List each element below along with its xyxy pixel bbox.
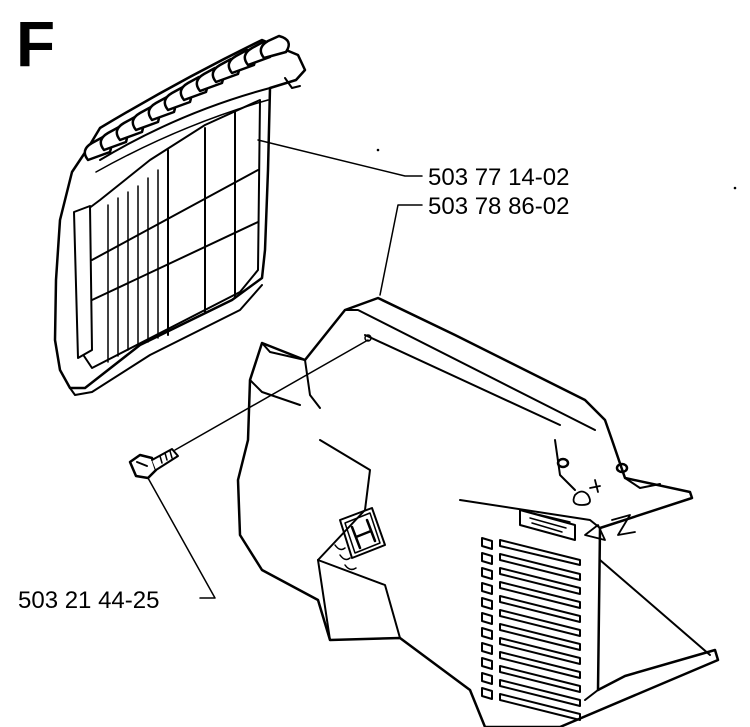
- leader-lines: [147, 139, 423, 599]
- part-number-screw[interactable]: 503 21 44-25: [18, 587, 160, 614]
- screw-drawing: [128, 448, 179, 480]
- part-number-cylinder-cover[interactable]: 503 78 86-02: [428, 193, 570, 220]
- part-number-air-filter[interactable]: 503 77 14-02: [428, 164, 570, 191]
- cylinder-cover-drawing: [236, 296, 720, 727]
- brand-logo: [334, 507, 386, 571]
- filter-ribs: [83, 34, 291, 162]
- scan-specks: [376, 148, 737, 190]
- cooling-vents: [481, 537, 581, 721]
- section-letter: F: [16, 8, 56, 80]
